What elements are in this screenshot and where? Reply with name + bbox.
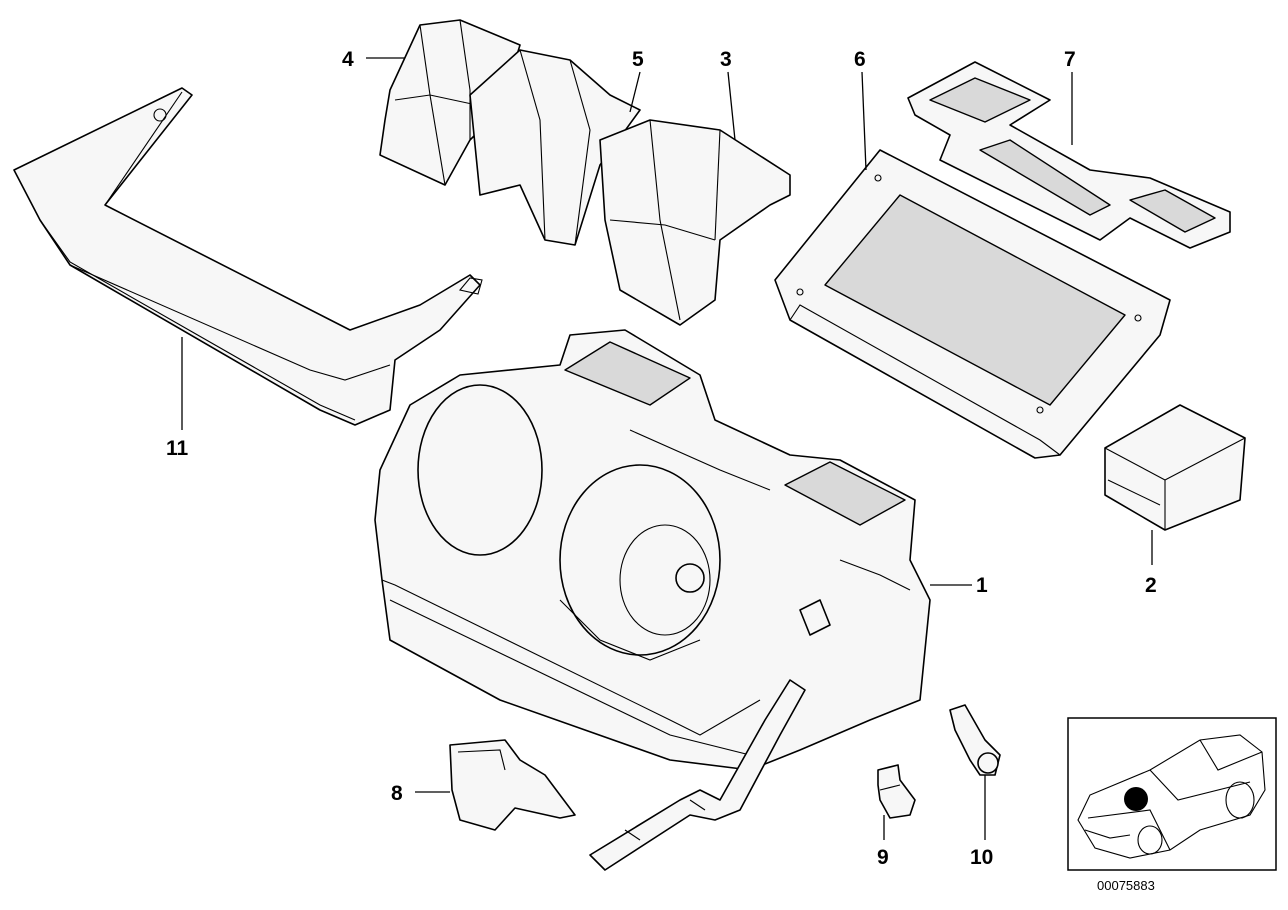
- callout-8: 8: [391, 782, 403, 805]
- part-3-blower-housing-half[interactable]: [599, 119, 791, 326]
- vehicle-location-inset: 00075883: [1067, 717, 1277, 893]
- part-11-cover-panel[interactable]: [13, 87, 483, 426]
- callout-4: 4: [342, 48, 354, 71]
- callout-2: 2: [1145, 574, 1157, 597]
- callout-10: 10: [970, 846, 993, 869]
- part-8-air-duct[interactable]: [449, 739, 576, 831]
- car-location-icon: [1077, 734, 1266, 859]
- callout-labels: 4 5 3 6 7 11 1 2 8 9 10: [166, 48, 1157, 869]
- part-1-blower-assembly[interactable]: [374, 329, 931, 771]
- callout-3: 3: [720, 48, 732, 71]
- leader-lines: [181, 57, 1153, 840]
- callout-7: 7: [1064, 48, 1076, 71]
- part-10-screw[interactable]: [949, 704, 1001, 776]
- part-6-filter-frame[interactable]: [774, 149, 1171, 459]
- part-1-heater-pipes: [589, 679, 806, 871]
- reference-number: 00075883: [1097, 878, 1155, 893]
- callout-1: 1: [976, 574, 988, 597]
- callout-5: 5: [632, 48, 644, 71]
- callout-11: 11: [166, 437, 189, 460]
- part-9-clip[interactable]: [877, 764, 916, 819]
- callout-9: 9: [877, 846, 889, 869]
- part-7-gasket[interactable]: [907, 61, 1231, 249]
- part-2-filter-element[interactable]: [1104, 404, 1246, 531]
- part-5-fan-wheel-cover[interactable]: [469, 49, 641, 246]
- callout-6: 6: [854, 48, 866, 71]
